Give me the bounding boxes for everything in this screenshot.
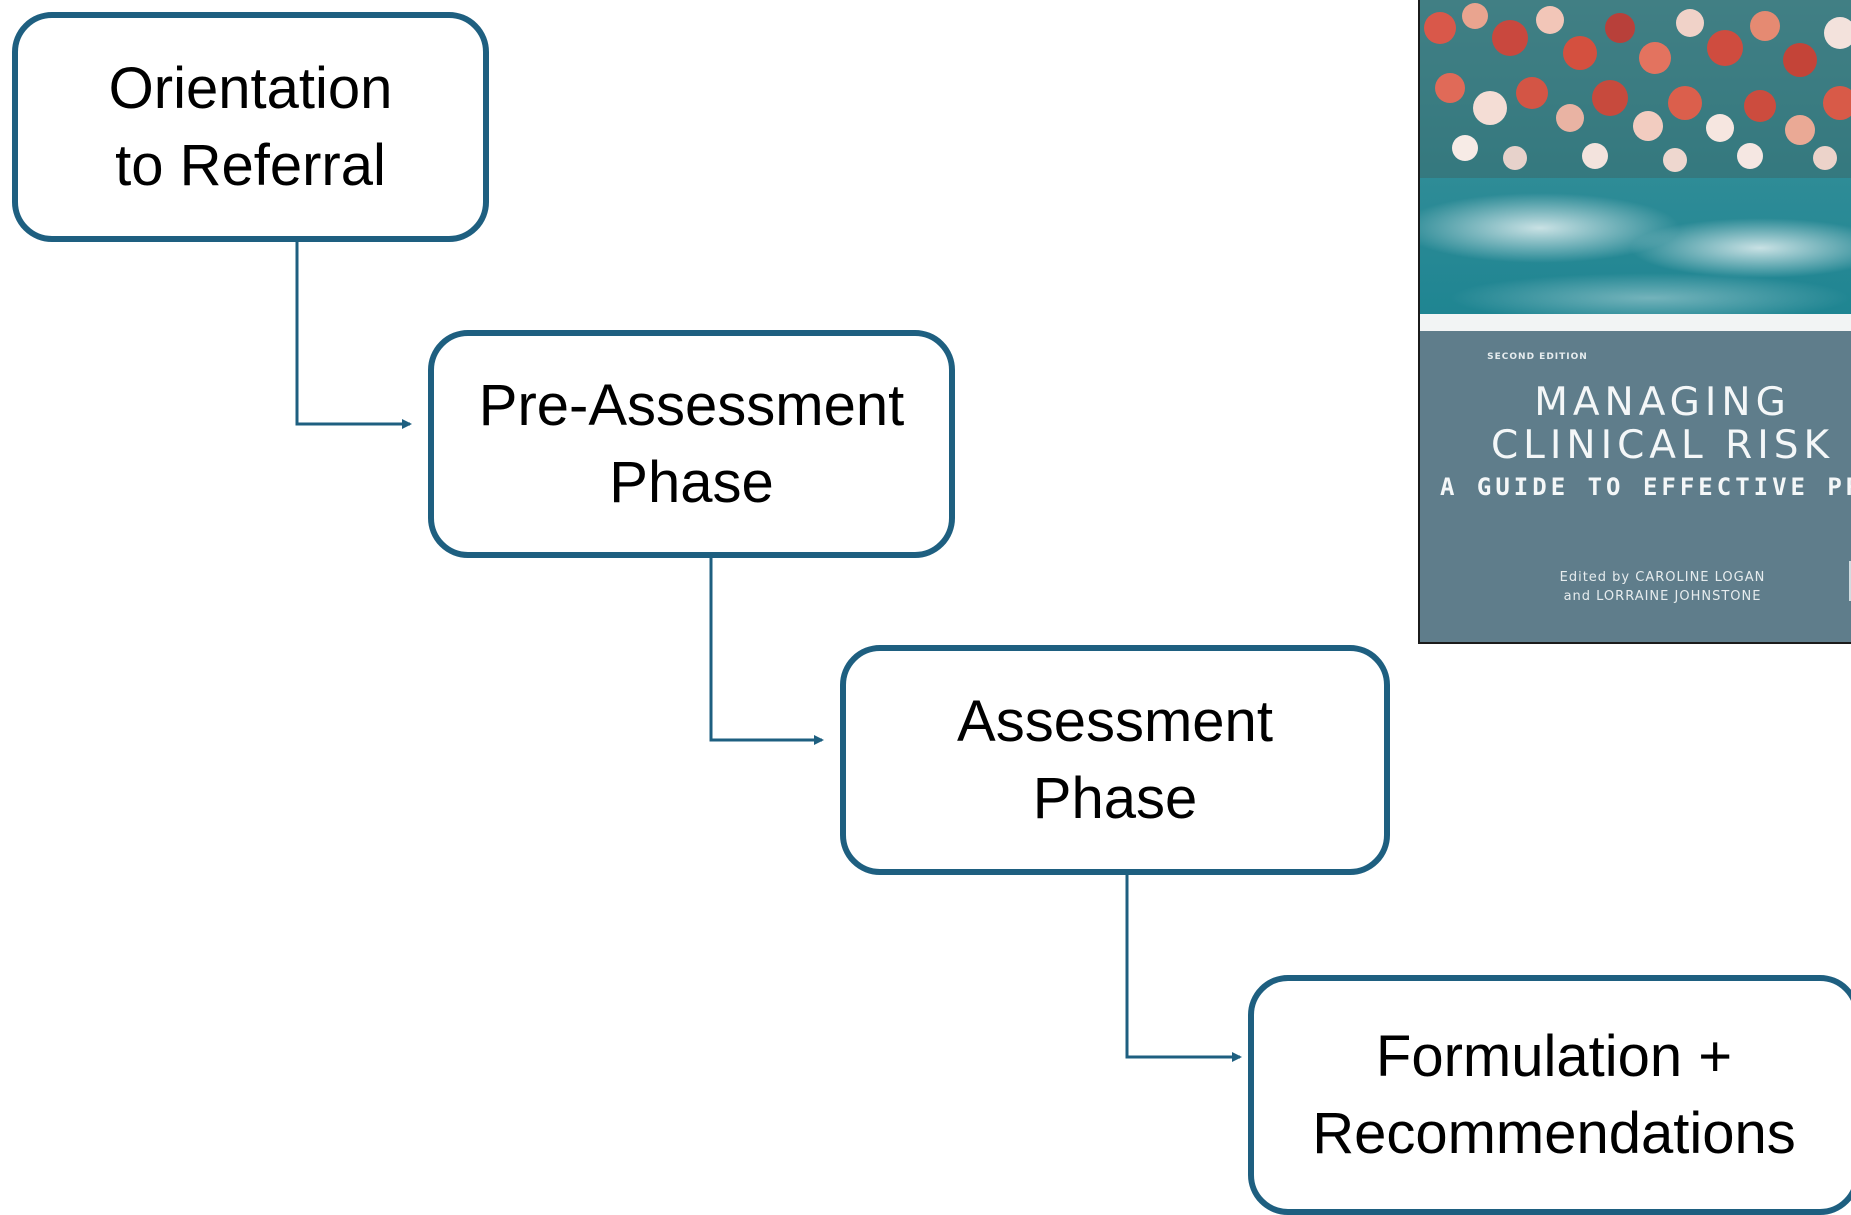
- cover-title-panel: SECOND EDITION MANAGING CLINICAL RISK A …: [1420, 331, 1851, 642]
- book-cover-image: SECOND EDITION MANAGING CLINICAL RISK A …: [1418, 0, 1851, 644]
- cover-aerial-photo: [1420, 0, 1851, 314]
- cover-edition-label: SECOND EDITION: [1487, 352, 1588, 362]
- step-label-line: Pre-Assessment: [478, 373, 905, 438]
- publisher-logo-mark: [1845, 561, 1851, 621]
- cover-subtitle: A GUIDE TO EFFECTIVE PRACTICE: [1440, 473, 1851, 501]
- cover-title-line: CLINICAL RISK: [1490, 423, 1835, 468]
- connector-orientation-to-pre-assessment: [295, 242, 412, 429]
- cover-divider-strip: [1420, 314, 1851, 331]
- cover-editors: Edited by CAROLINE LOGAN and LORRAINE JO…: [1420, 568, 1851, 606]
- connector-assessment-to-formulation: [1125, 875, 1242, 1062]
- step-assessment-phase: Assessment Phase: [840, 645, 1390, 875]
- cover-title: MANAGING CLINICAL RISK: [1420, 381, 1851, 467]
- step-orientation-to-referral: Orientation to Referral: [12, 12, 489, 242]
- step-label-line: Formulation +: [1375, 1024, 1733, 1089]
- step-label-line: Recommendations: [1312, 1101, 1796, 1166]
- step-pre-assessment-phase: Pre-Assessment Phase: [428, 330, 955, 558]
- cover-editors-line: and LORRAINE JOHNSTONE: [1563, 589, 1762, 604]
- step-label-line: Assessment: [957, 689, 1273, 754]
- cover-title-line: MANAGING: [1534, 380, 1791, 425]
- step-label-line: Orientation: [108, 56, 393, 121]
- step-formulation-recommendations: Formulation + Recommendations: [1248, 975, 1851, 1215]
- step-label-line: to Referral: [115, 133, 386, 198]
- connector-pre-assessment-to-assessment: [709, 558, 824, 745]
- step-label-line: Phase: [1032, 766, 1198, 831]
- cover-editors-line: Edited by CAROLINE LOGAN: [1559, 570, 1766, 585]
- step-label-line: Phase: [609, 450, 774, 515]
